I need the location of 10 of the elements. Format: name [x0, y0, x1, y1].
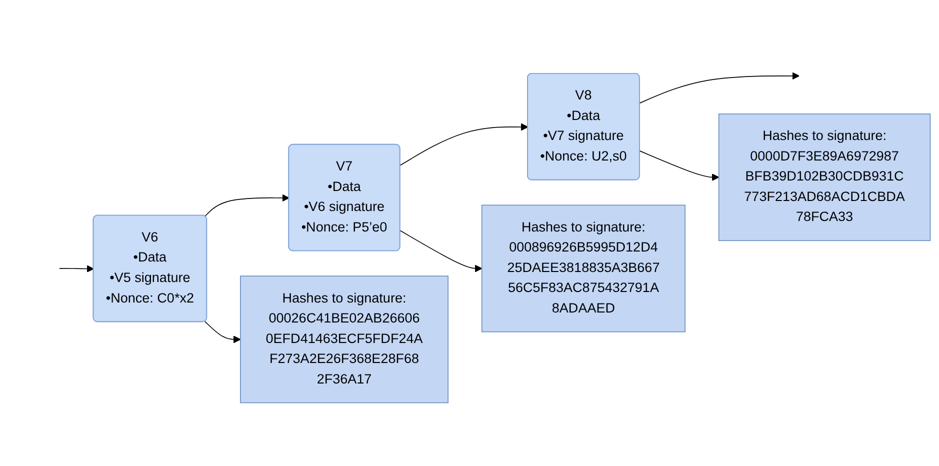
node-box: Hashes to signature: 000896926B5995D12D425DAEE3818835A3B66756C5F83AC875432791A8ADAAED [481, 204, 686, 332]
arrow [639, 72, 800, 104]
arrow [400, 230, 482, 272]
arrow [59, 265, 94, 272]
node-box: Hashes to signature: 00026C41BE02AB266060EFD41463ECF5FDF24AF273A2E26F368E28F682F36A17 [240, 276, 448, 404]
arrow [639, 150, 720, 181]
arrow [204, 194, 290, 217]
arrow [400, 123, 528, 166]
node-box: Hashes to signature: 0000D7F3E89A6972987BFB39D102B30CDB931C773F213AD68ACD1CBDA78FCA33 [718, 114, 931, 242]
arrow [204, 321, 241, 344]
